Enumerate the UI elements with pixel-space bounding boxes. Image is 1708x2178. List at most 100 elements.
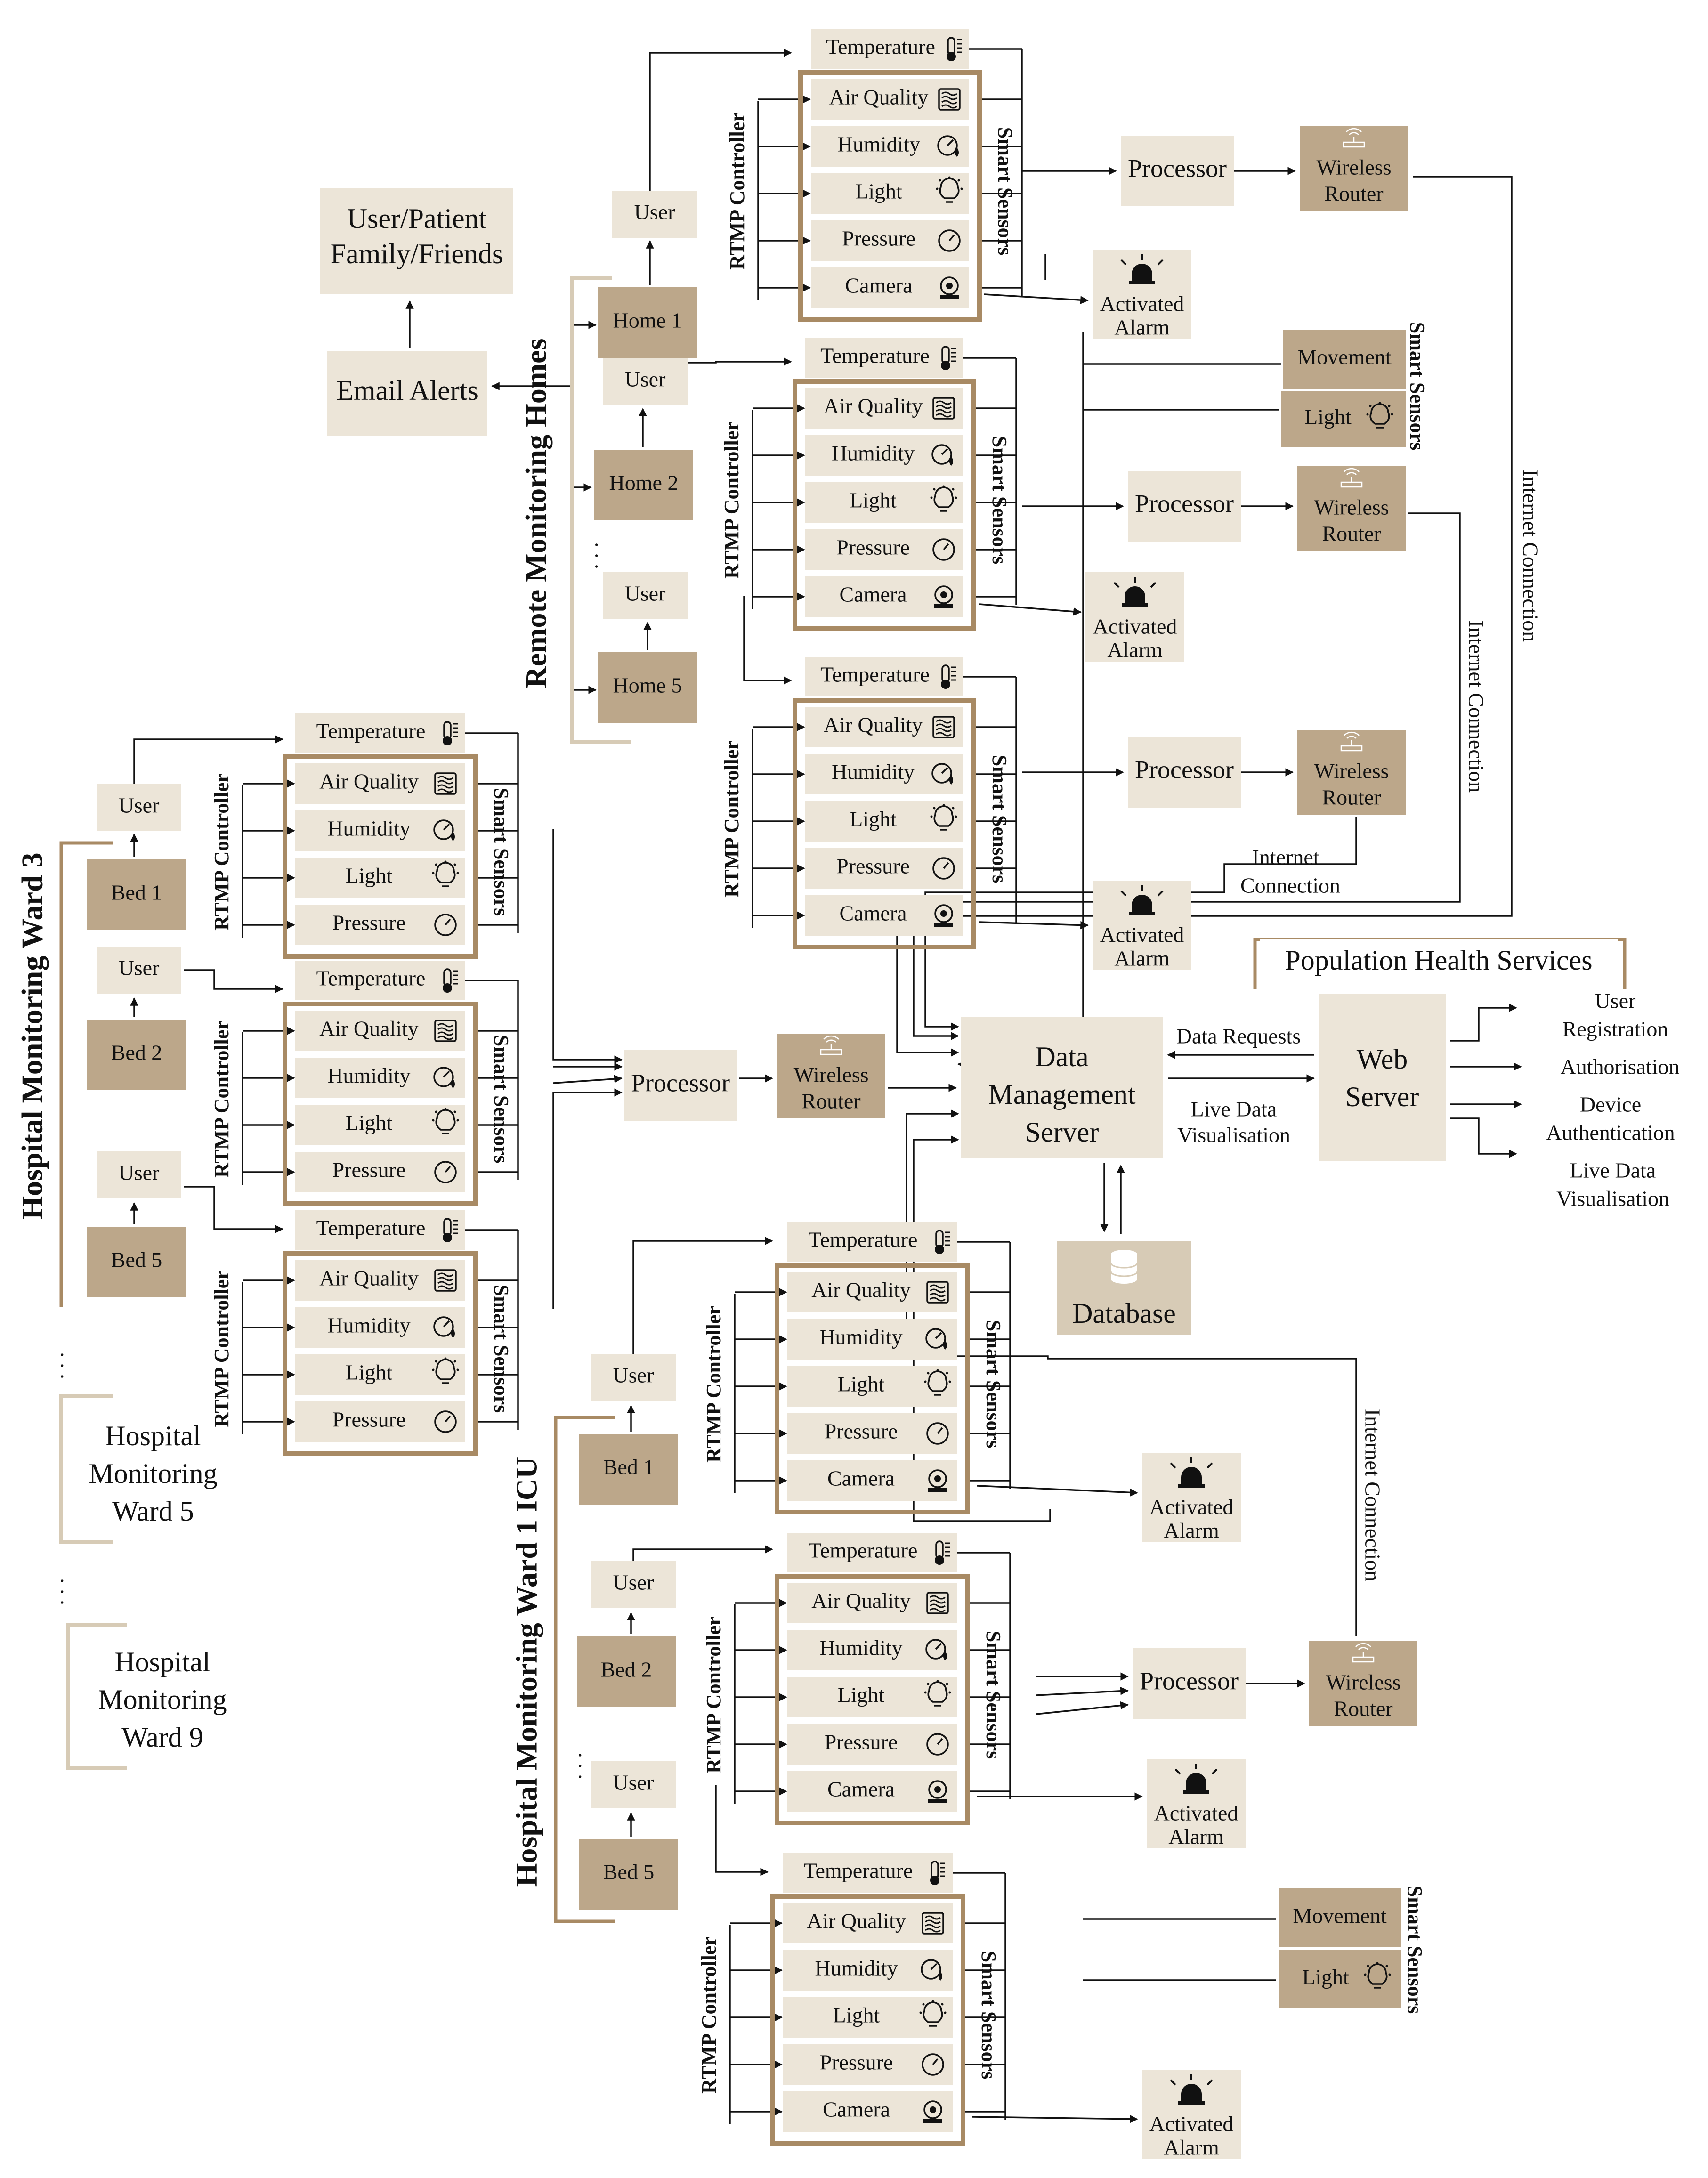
camera-icon bbox=[940, 276, 959, 299]
user-label: User bbox=[613, 1571, 654, 1595]
wireless-router-label: Wireless bbox=[1314, 495, 1389, 519]
device-authentication-label: Device bbox=[1580, 1093, 1641, 1117]
air-quality-sensor bbox=[787, 1583, 957, 1623]
activated-alarm-label: Alarm bbox=[1114, 947, 1170, 971]
temperature-label: Temperature bbox=[809, 1228, 918, 1252]
user-box bbox=[591, 1761, 676, 1808]
connector bbox=[972, 2115, 1138, 2123]
air-icon bbox=[938, 88, 961, 111]
activated-alarm-label: Alarm bbox=[1168, 1825, 1224, 1849]
temperature-sensor bbox=[805, 657, 963, 696]
temperature-label: Temperature bbox=[820, 663, 930, 687]
pressure-icon bbox=[932, 857, 955, 880]
humidity-sensor bbox=[295, 1058, 465, 1098]
wireless-router-label: Wireless bbox=[1316, 155, 1391, 179]
processor bbox=[1133, 1648, 1246, 1719]
pressure-icon bbox=[926, 1422, 949, 1445]
humidity-label: Humidity bbox=[327, 817, 410, 841]
connector-lines bbox=[130, 48, 1522, 2124]
device-authentication-label: Authentication bbox=[1546, 1121, 1675, 1145]
connector bbox=[1036, 1687, 1129, 1696]
temperature-label: Temperature bbox=[316, 719, 426, 743]
ward3-bed-1 bbox=[87, 859, 186, 930]
pressure-label: Pressure bbox=[332, 1408, 406, 1432]
activated-alarm-label: Activated bbox=[1100, 292, 1184, 316]
connector bbox=[913, 1135, 1051, 1522]
smart-sensors-label: Smart Sensors bbox=[982, 1631, 1005, 1759]
light-icon bbox=[924, 1680, 951, 1707]
camera-icon bbox=[934, 904, 953, 927]
humidity-sensor bbox=[805, 754, 963, 794]
live-data-label: Visualisation bbox=[1177, 1123, 1290, 1147]
air-quality-sensor bbox=[805, 388, 963, 429]
home-2-label: Home 2 bbox=[609, 471, 679, 495]
air-quality-label: Air Quality bbox=[811, 1589, 911, 1613]
smart-sensors-label: Smart Sensors bbox=[490, 1035, 513, 1164]
connector bbox=[906, 1109, 1357, 1636]
temperature-icon bbox=[941, 346, 956, 370]
ward3-bed-2 bbox=[87, 1020, 186, 1090]
ward3-bed-2-label: Bed 2 bbox=[111, 1041, 162, 1065]
pressure-icon bbox=[434, 1410, 457, 1433]
user-box bbox=[603, 358, 688, 405]
connector bbox=[977, 1485, 1138, 1497]
connector bbox=[1450, 1117, 1517, 1158]
humidity-icon bbox=[433, 1067, 455, 1088]
connector bbox=[133, 735, 283, 784]
alarm-icon bbox=[1174, 1764, 1218, 1794]
internet-connection-label: Internet Connection bbox=[1518, 470, 1542, 642]
user-label: User bbox=[119, 793, 160, 818]
movement-label: Movement bbox=[1293, 1904, 1387, 1928]
sensor-frame bbox=[793, 379, 976, 631]
icu-bed-1 bbox=[579, 1434, 678, 1505]
humidity-icon bbox=[931, 763, 953, 785]
light-sensor bbox=[805, 801, 963, 842]
web-server-label: Web bbox=[1357, 1044, 1408, 1075]
pressure-icon bbox=[926, 1733, 949, 1756]
rtmp-controller-label: RTMP Controller bbox=[720, 740, 743, 898]
humidity-sensor bbox=[787, 1319, 957, 1360]
pressure-sensor bbox=[295, 1152, 465, 1192]
temperature-label: Temperature bbox=[316, 1216, 426, 1240]
smart-sensors-label: Smart Sensors bbox=[982, 1320, 1005, 1449]
smart-sensors-label: Smart Sensors bbox=[1406, 322, 1429, 451]
humidity-icon bbox=[921, 1959, 942, 1981]
activated-alarm-label: Activated bbox=[1154, 1801, 1239, 1825]
pressure-label: Pressure bbox=[332, 911, 406, 935]
remote-monitoring-homes-title: Remote Monitoring Homes bbox=[519, 339, 553, 688]
light-icon bbox=[1366, 402, 1393, 429]
light-icon bbox=[936, 176, 963, 203]
processor-label: Processor bbox=[1135, 755, 1234, 784]
camera-label: Camera bbox=[845, 274, 912, 298]
sensor-frame bbox=[775, 1263, 970, 1514]
connector bbox=[632, 1237, 773, 1354]
processor bbox=[1121, 136, 1234, 206]
movement-label: Movement bbox=[1297, 345, 1392, 369]
processor-label: Processor bbox=[1135, 489, 1234, 518]
ellipsis: . . . bbox=[574, 1752, 598, 1780]
home-2 bbox=[594, 450, 693, 520]
connector bbox=[743, 596, 792, 685]
activated-alarm-label: Alarm bbox=[1107, 638, 1163, 662]
connector bbox=[1450, 1004, 1517, 1042]
ward3-bed-5-label: Bed 5 bbox=[111, 1248, 162, 1272]
wireless-router-label: Wireless bbox=[1314, 759, 1389, 783]
homes-bracket bbox=[570, 276, 631, 744]
connection-label: Connection bbox=[1240, 874, 1340, 898]
ward-9-label: Monitoring bbox=[98, 1684, 227, 1715]
air-quality-label: Air Quality bbox=[319, 1266, 419, 1290]
hospital-monitoring-ward-1-icu-title: Hospital Monitoring Ward 1 ICU bbox=[510, 1457, 543, 1887]
activated-alarm-label: Alarm bbox=[1114, 316, 1170, 340]
ellipsis: . . . bbox=[591, 542, 615, 569]
air-icon bbox=[922, 1912, 944, 1935]
temperature-icon bbox=[930, 1861, 945, 1885]
web-server bbox=[1319, 994, 1446, 1161]
connector bbox=[552, 1088, 623, 1309]
connector bbox=[984, 293, 1089, 304]
user-label: User bbox=[613, 1363, 654, 1387]
connector bbox=[896, 176, 1513, 1057]
rtmp-controller-label: RTMP Controller bbox=[210, 1020, 233, 1178]
humidity-sensor bbox=[811, 126, 969, 167]
